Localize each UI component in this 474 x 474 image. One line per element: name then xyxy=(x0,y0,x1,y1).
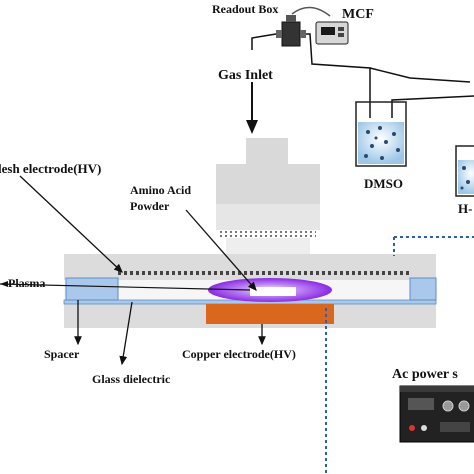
plasma-label: Plasma xyxy=(8,276,45,290)
dmso-bubbler xyxy=(355,101,407,167)
gas-line-return xyxy=(391,95,474,118)
glass-dielectric-label: Glass dielectric xyxy=(92,372,171,386)
plasma-leader-line xyxy=(0,283,251,291)
spacer-label: Spacer xyxy=(44,347,80,361)
water-bubbler xyxy=(455,145,474,197)
power-supply-icon xyxy=(399,385,474,443)
readout-box-label: Readout Box xyxy=(212,2,278,16)
gas-inlet-label: Gas Inlet xyxy=(218,68,273,83)
copper-electrode-label: Copper electrode(HV) xyxy=(182,347,296,361)
ac-power-label: Ac power s xyxy=(392,367,458,382)
plasma-arrowhead xyxy=(0,281,8,287)
gas-line-dmso xyxy=(306,33,371,118)
mcf-label: MCF xyxy=(342,7,374,22)
powder-label: Powder xyxy=(130,199,170,213)
amino-acid-arrow xyxy=(185,209,257,291)
spacer-left xyxy=(65,277,119,301)
water-label: H- xyxy=(458,201,472,216)
glass-dielectric-arrow xyxy=(119,301,133,366)
gas-nozzle xyxy=(216,138,320,254)
readout-display-icon xyxy=(315,21,349,45)
gas-line-water xyxy=(369,67,471,83)
gas-line-left xyxy=(251,33,277,50)
copper-electrode xyxy=(206,304,334,324)
signal-cable xyxy=(291,6,331,17)
spacer-right xyxy=(409,277,437,301)
amino-acid-powder xyxy=(250,287,296,296)
dmso-label: DMSO xyxy=(364,176,403,191)
mesh-electrode-label: lesh electrode(HV) xyxy=(0,161,101,176)
mesh-electrode-arrow xyxy=(19,175,123,273)
flow-controller-icon xyxy=(276,15,306,47)
amino-acid-label: Amino Acid xyxy=(130,183,191,197)
